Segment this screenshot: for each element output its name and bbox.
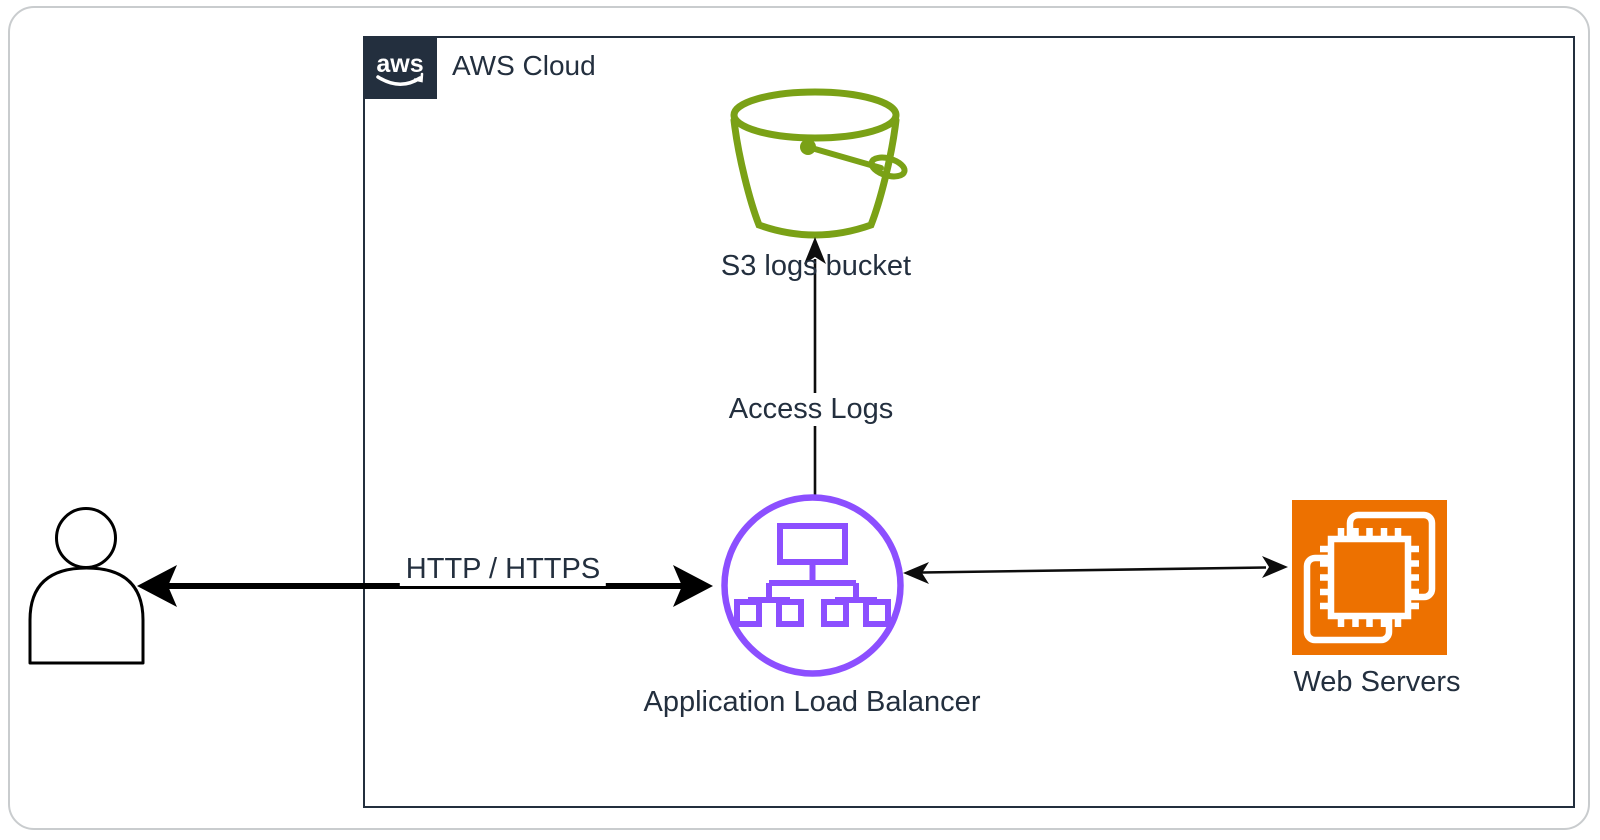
application-load-balancer-icon [721,494,904,677]
alb-label: Application Load Balancer [643,686,981,718]
user-icon [28,507,145,665]
alb-web-arrow [903,556,1288,584]
s3-label: S3 logs bucket [720,250,912,282]
s3-bucket-icon [730,88,908,239]
aws-logo-text: aws [376,50,423,78]
aws-cloud-label: AWS Cloud [452,50,596,81]
http-edge-label: HTTP / HTTPS [399,553,607,587]
ec2-instances-icon [1292,500,1447,655]
access-logs-edge-label: Access Logs [722,393,900,427]
access-logs-arrow [804,237,826,497]
aws-cloud-group [363,36,1575,808]
web-servers-label: Web Servers [1293,666,1461,698]
aws-logo-icon: aws [363,36,437,99]
